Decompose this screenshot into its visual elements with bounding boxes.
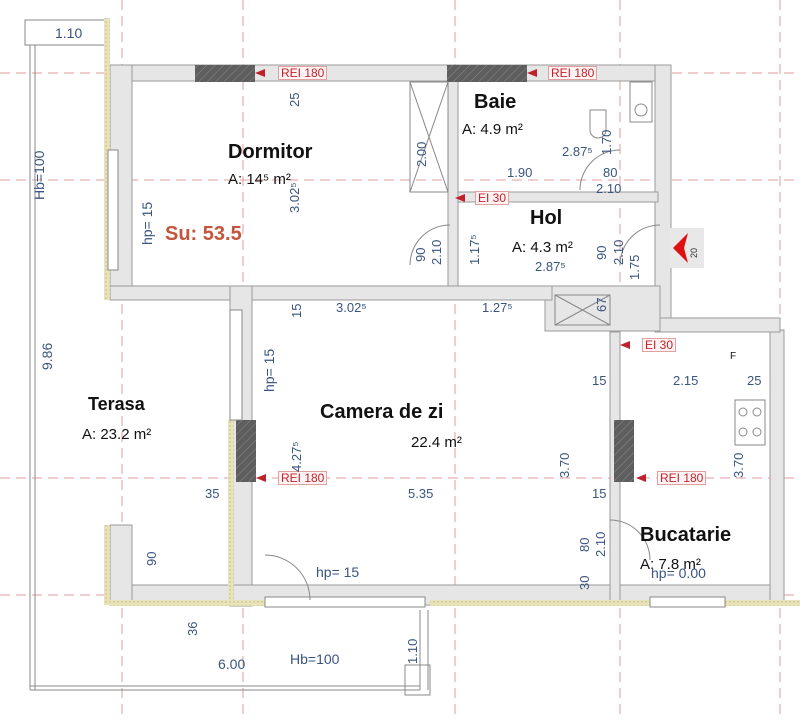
room-name-dormitor: Dormitor [228,141,313,163]
insulation [720,600,800,606]
insulation [228,420,234,600]
dim-living-80: 80 [577,537,592,552]
kitchen-fridge-mark: F [730,351,737,362]
room-name-camera-de-zi: Camera de zi [320,401,444,423]
dim-kitchen-hp: hp= 0.00 [651,565,706,581]
dim-bottom-600: 6.00 [218,656,246,672]
fire-rating-label: REI 180 [278,471,328,485]
room-area-hol: A: 4.3 m² [512,239,573,256]
fire-rating-label: EI 30 [475,191,510,205]
dim-terrace-top: 1.10 [55,25,83,41]
dim-living-535: 5.35 [408,486,434,501]
dim-hol-door-210: 2.10 [611,239,626,265]
insulation [104,525,110,605]
fire-rating-label: REI 180 [548,66,598,80]
room-area-dormitor: A: 14⁵ m² [228,171,291,188]
dim-living-30: 30 [577,575,592,590]
room-name-bucatarie: Bucatarie [640,524,732,546]
dim-baie-170: 1.70 [599,129,614,155]
dim-dormitor-hp: hp= 15 [139,201,155,245]
room-area-terasa: A: 23.2 m² [82,426,152,443]
room-area-baie: A: 4.9 m² [462,121,523,138]
dim-living-15-bottom: 15 [592,486,607,501]
dim-living-427: 4.27⁵ [289,441,304,472]
terrace-outline [24,19,431,696]
dim-baie-width: 2.87⁵ [562,144,593,159]
room-area-bucatarie: A: 7.8 m² [640,556,701,573]
dim-terrace-length: 9.86 [39,342,55,370]
fire-rating-label: REI 180 [278,66,328,80]
dim-living-127: 1.27⁵ [482,300,513,315]
dim-kitchen-370: 3.70 [731,452,746,478]
dim-terrace-35: 35 [205,486,220,501]
dim-dormitor-25: 25 [287,92,302,107]
dim-bottom-36: 36 [185,621,200,636]
insulation [430,600,650,606]
openings [107,81,766,608]
fire-walls [195,65,634,482]
dim-bottom-hb: Hb=100 [290,651,340,667]
dim-baie-190: 1.90 [507,165,533,180]
dim-dormitor-width: 3.02⁵ [287,182,302,213]
room-name-baie: Baie [474,91,517,113]
room-name-terasa: Terasa [88,394,145,414]
dim-baie-door-210: 2.10 [596,181,622,196]
dim-closet-200: 2.00 [414,141,429,167]
dim-living-210: 2.10 [593,531,608,557]
dim-hol-width: 2.87⁵ [535,259,566,274]
dim-door-210-a: 2.10 [429,239,444,265]
dim-living-15-right: 15 [592,373,607,388]
fire-arrows [255,69,646,482]
dim-living-302: 3.02⁵ [336,300,367,315]
insulation [104,18,110,300]
dim-living-15-top: 15 [289,303,304,318]
dim-living-hp-bottom: hp= 15 [316,564,360,580]
dim-bottom-110: 1.10 [405,638,420,664]
insulation [110,600,275,606]
dim-kitchen-25: 25 [747,373,762,388]
room-area-camera-de-zi: 22.4 m² [411,434,462,451]
dim-hol-175: 1.75 [627,254,642,280]
room-name-hol: Hol [530,207,563,229]
entry-arrow-20: 20 [689,247,699,258]
fire-rating-label: EI 30 [642,338,677,352]
dim-living-hp: hp= 15 [261,348,277,392]
dim-terrace-hb-left: Hb=100 [31,150,47,200]
total-usable-area: Su: 53.5 [165,223,242,245]
dim-terrace-90: 90 [144,551,159,566]
fire-rating-label: REI 180 [657,471,707,485]
dim-living-370: 3.70 [557,452,572,478]
dim-closet-67: 67 [594,297,609,312]
dim-door-90-a: 90 [413,247,428,262]
dim-hol-door-90: 90 [594,245,609,260]
dim-baie-door-80: 80 [603,165,618,180]
dim-hol-117: 1.17⁵ [467,234,482,265]
dim-kitchen-215: 2.15 [673,373,699,388]
entry-arrow-icon [673,233,688,263]
